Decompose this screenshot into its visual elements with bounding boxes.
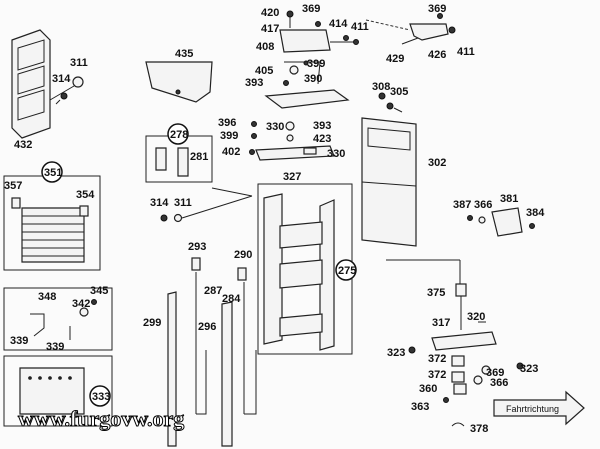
- part-label-369b: 369: [428, 3, 446, 15]
- part-label-299: 299: [143, 317, 161, 329]
- part-label-360: 360: [419, 383, 437, 395]
- callout-circle-275: [335, 259, 357, 281]
- part-label-396: 396: [218, 117, 236, 129]
- part-label-399b: 399: [220, 130, 238, 142]
- part-label-323b: 323: [520, 363, 538, 375]
- part-label-375: 375: [427, 287, 445, 299]
- direction-arrow-label: Fahrtrichtung: [506, 404, 559, 414]
- part-label-311a: 311: [70, 57, 88, 69]
- part-label-348: 348: [38, 291, 56, 303]
- top-bracket-assembly: [264, 10, 359, 109]
- callout-circle-333: [89, 385, 111, 407]
- part-label-296: 296: [198, 321, 216, 333]
- step-mechanism-317: [386, 259, 524, 427]
- hinge-set-339: [3, 287, 113, 351]
- part-label-333: 333: [92, 391, 110, 403]
- part-label-423: 423: [313, 133, 331, 145]
- part-label-293: 293: [188, 241, 206, 253]
- grille-unit-351: [3, 175, 101, 271]
- part-label-305: 305: [390, 86, 408, 98]
- part-label-393a: 393: [245, 77, 263, 89]
- part-label-287: 287: [204, 285, 222, 297]
- part-label-405: 405: [255, 65, 273, 77]
- part-label-290: 290: [234, 249, 252, 261]
- bracket-426-assembly: [365, 13, 456, 45]
- part-label-411a: 411: [351, 21, 369, 33]
- cabinet-panel-432: [11, 29, 51, 139]
- part-label-308: 308: [372, 81, 390, 93]
- part-label-426: 426: [428, 49, 446, 61]
- screws-308-305: [378, 92, 403, 113]
- part-label-411b: 411: [457, 46, 475, 58]
- part-label-432: 432: [14, 139, 32, 151]
- watermark: www.furgovw.org: [18, 406, 184, 431]
- part-label-357: 357: [4, 180, 22, 192]
- part-label-399a: 399: [307, 58, 325, 70]
- part-label-366b: 366: [490, 377, 508, 389]
- part-label-311b: 311: [174, 197, 192, 209]
- part-label-435: 435: [175, 48, 193, 60]
- panel-302: [361, 117, 417, 247]
- part-label-366a: 366: [474, 199, 492, 211]
- part-label-342: 342: [72, 298, 90, 310]
- screws-314-311: [160, 195, 253, 223]
- part-label-284: 284: [222, 293, 241, 305]
- part-label-278: 278: [170, 129, 188, 141]
- part-label-372a: 372: [428, 353, 446, 365]
- part-label-363: 363: [411, 401, 429, 413]
- part-label-323a: 323: [387, 347, 405, 359]
- screw-washer-311-314: [49, 76, 84, 105]
- part-label-387: 387: [453, 199, 471, 211]
- part-label-339b: 339: [46, 341, 64, 353]
- rail-assembly-327: [249, 121, 335, 161]
- part-label-369a: 369: [302, 3, 320, 15]
- rods-287-284: [167, 257, 257, 447]
- part-label-281: 281: [190, 151, 208, 163]
- part-label-393b: 393: [313, 120, 331, 132]
- bracket-381: [467, 207, 535, 237]
- part-label-354: 354: [76, 189, 95, 201]
- part-label-302: 302: [428, 157, 446, 169]
- part-label-414: 414: [329, 18, 348, 30]
- part-label-314a: 314: [52, 73, 71, 85]
- callout-circle-278: [167, 123, 189, 145]
- part-label-420: 420: [261, 7, 279, 19]
- part-label-330a: 330: [266, 121, 284, 133]
- part-label-402: 402: [222, 146, 240, 158]
- part-label-390: 390: [304, 73, 322, 85]
- callout-circle-351: [41, 161, 63, 183]
- part-label-372b: 372: [428, 369, 446, 381]
- part-label-378: 378: [470, 423, 488, 435]
- part-label-429: 429: [386, 53, 404, 65]
- direction-arrow: Fahrtrichtung: [493, 390, 585, 426]
- part-label-369c: 369: [486, 367, 504, 379]
- bracket-set-278: [145, 135, 253, 197]
- part-label-320: 320: [467, 311, 485, 323]
- part-label-317: 317: [432, 317, 450, 329]
- part-label-408: 408: [256, 41, 274, 53]
- part-label-275: 275: [338, 265, 356, 277]
- part-label-381: 381: [500, 193, 518, 205]
- cover-plate-435: [145, 61, 213, 103]
- part-label-339a: 339: [10, 335, 28, 347]
- part-label-417: 417: [261, 23, 279, 35]
- part-label-345: 345: [90, 285, 108, 297]
- ladder-frame-275: [257, 183, 353, 355]
- part-label-384: 384: [526, 207, 545, 219]
- part-label-330b: 330: [327, 148, 345, 160]
- part-label-327: 327: [283, 171, 301, 183]
- part-label-314b: 314: [150, 197, 169, 209]
- panel-333: [3, 355, 113, 427]
- part-label-351: 351: [44, 167, 62, 179]
